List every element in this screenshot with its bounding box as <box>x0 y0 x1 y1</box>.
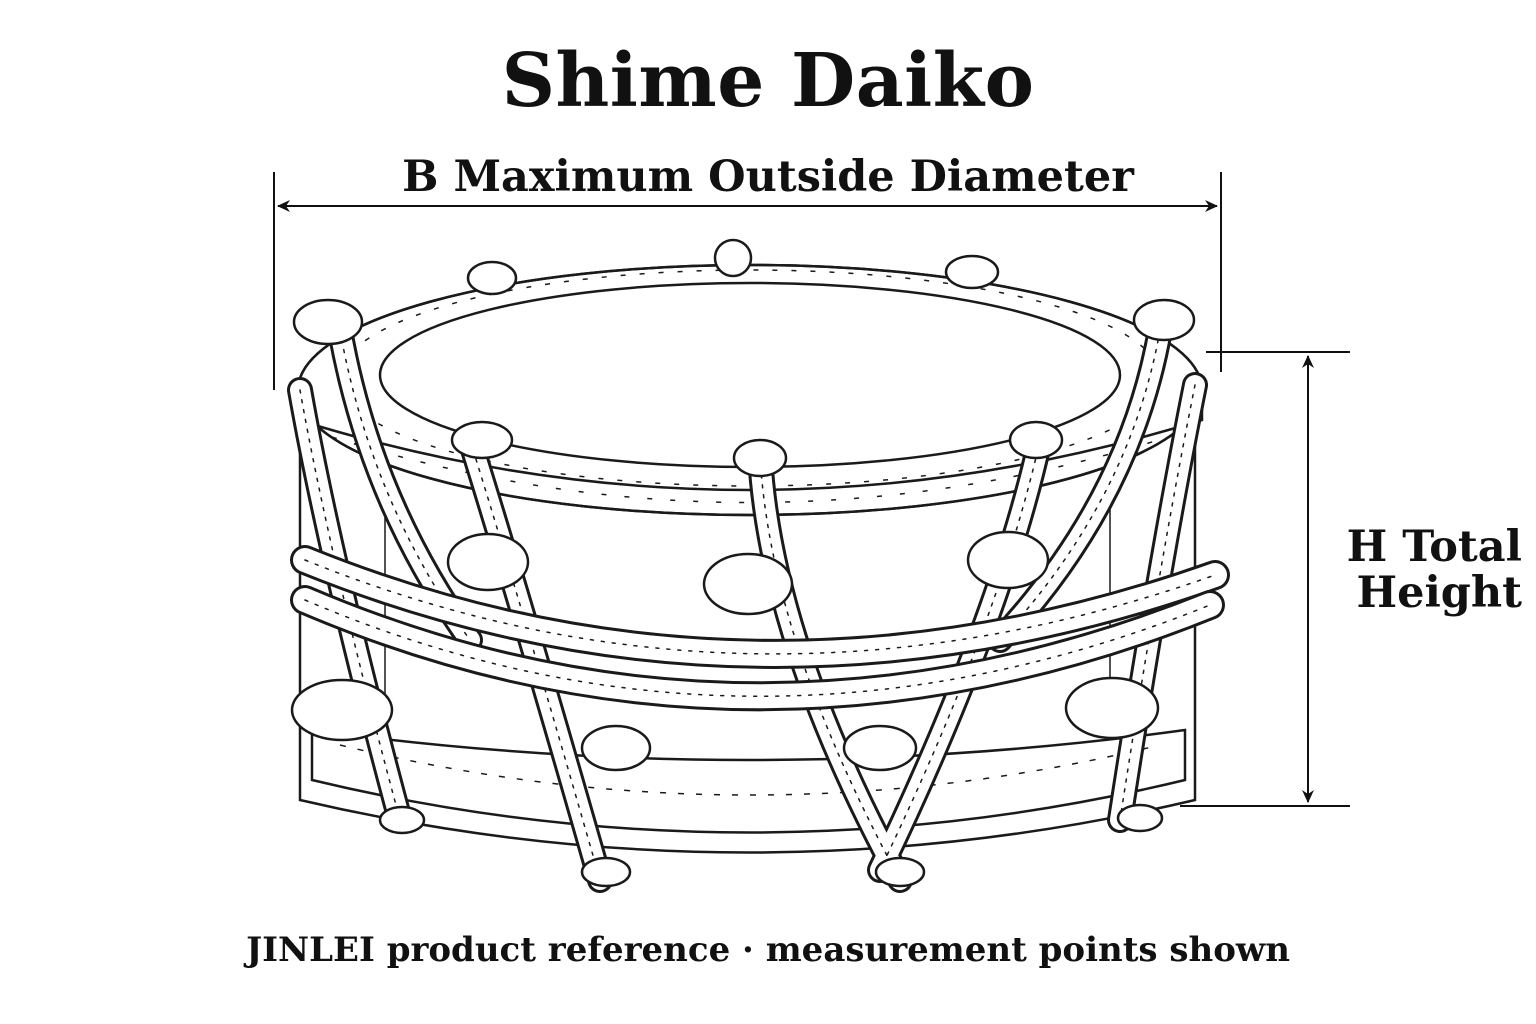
knot-lower-left <box>290 678 394 742</box>
knot-left <box>292 298 364 346</box>
knot-bottom-far-right <box>1116 803 1164 833</box>
wrap-ropes <box>290 545 1230 712</box>
diameter-dimension-label: B Maximum Outside Diameter <box>402 152 1134 202</box>
knot-front-left <box>450 420 514 460</box>
diameter-dimension <box>273 172 1222 390</box>
knot-front-center <box>732 438 788 478</box>
knot-middle-center <box>702 552 794 616</box>
knot-top-left <box>466 260 518 296</box>
knot-front-right <box>1008 420 1064 460</box>
knot-right <box>1132 298 1196 342</box>
diagram-caption: JINLEI product reference · measurement p… <box>246 930 1290 970</box>
top-hoop-side-holes <box>309 429 1191 504</box>
height-dimension <box>1180 351 1350 807</box>
knot-bottom-far-left <box>378 805 426 835</box>
height-dimension-label: H Total Height <box>1318 524 1522 616</box>
knot-lower-mid-left <box>580 724 652 772</box>
knot-bottom-left <box>580 856 632 888</box>
rope-knots <box>290 238 1196 888</box>
height-label-line2: Height <box>1356 568 1522 618</box>
knot-top-right <box>944 254 1000 290</box>
knot-middle-right <box>966 530 1050 590</box>
knot-middle-left <box>446 532 530 592</box>
knot-lower-right <box>1064 676 1160 740</box>
knot-lower-mid-right <box>842 724 918 772</box>
height-label-line1: H Total <box>1346 522 1522 572</box>
knot-bottom-right <box>874 856 926 888</box>
bottom-hoop-holes <box>339 744 1161 796</box>
knot-top-center <box>713 238 753 278</box>
diagram-title: Shime Daiko <box>501 38 1035 124</box>
